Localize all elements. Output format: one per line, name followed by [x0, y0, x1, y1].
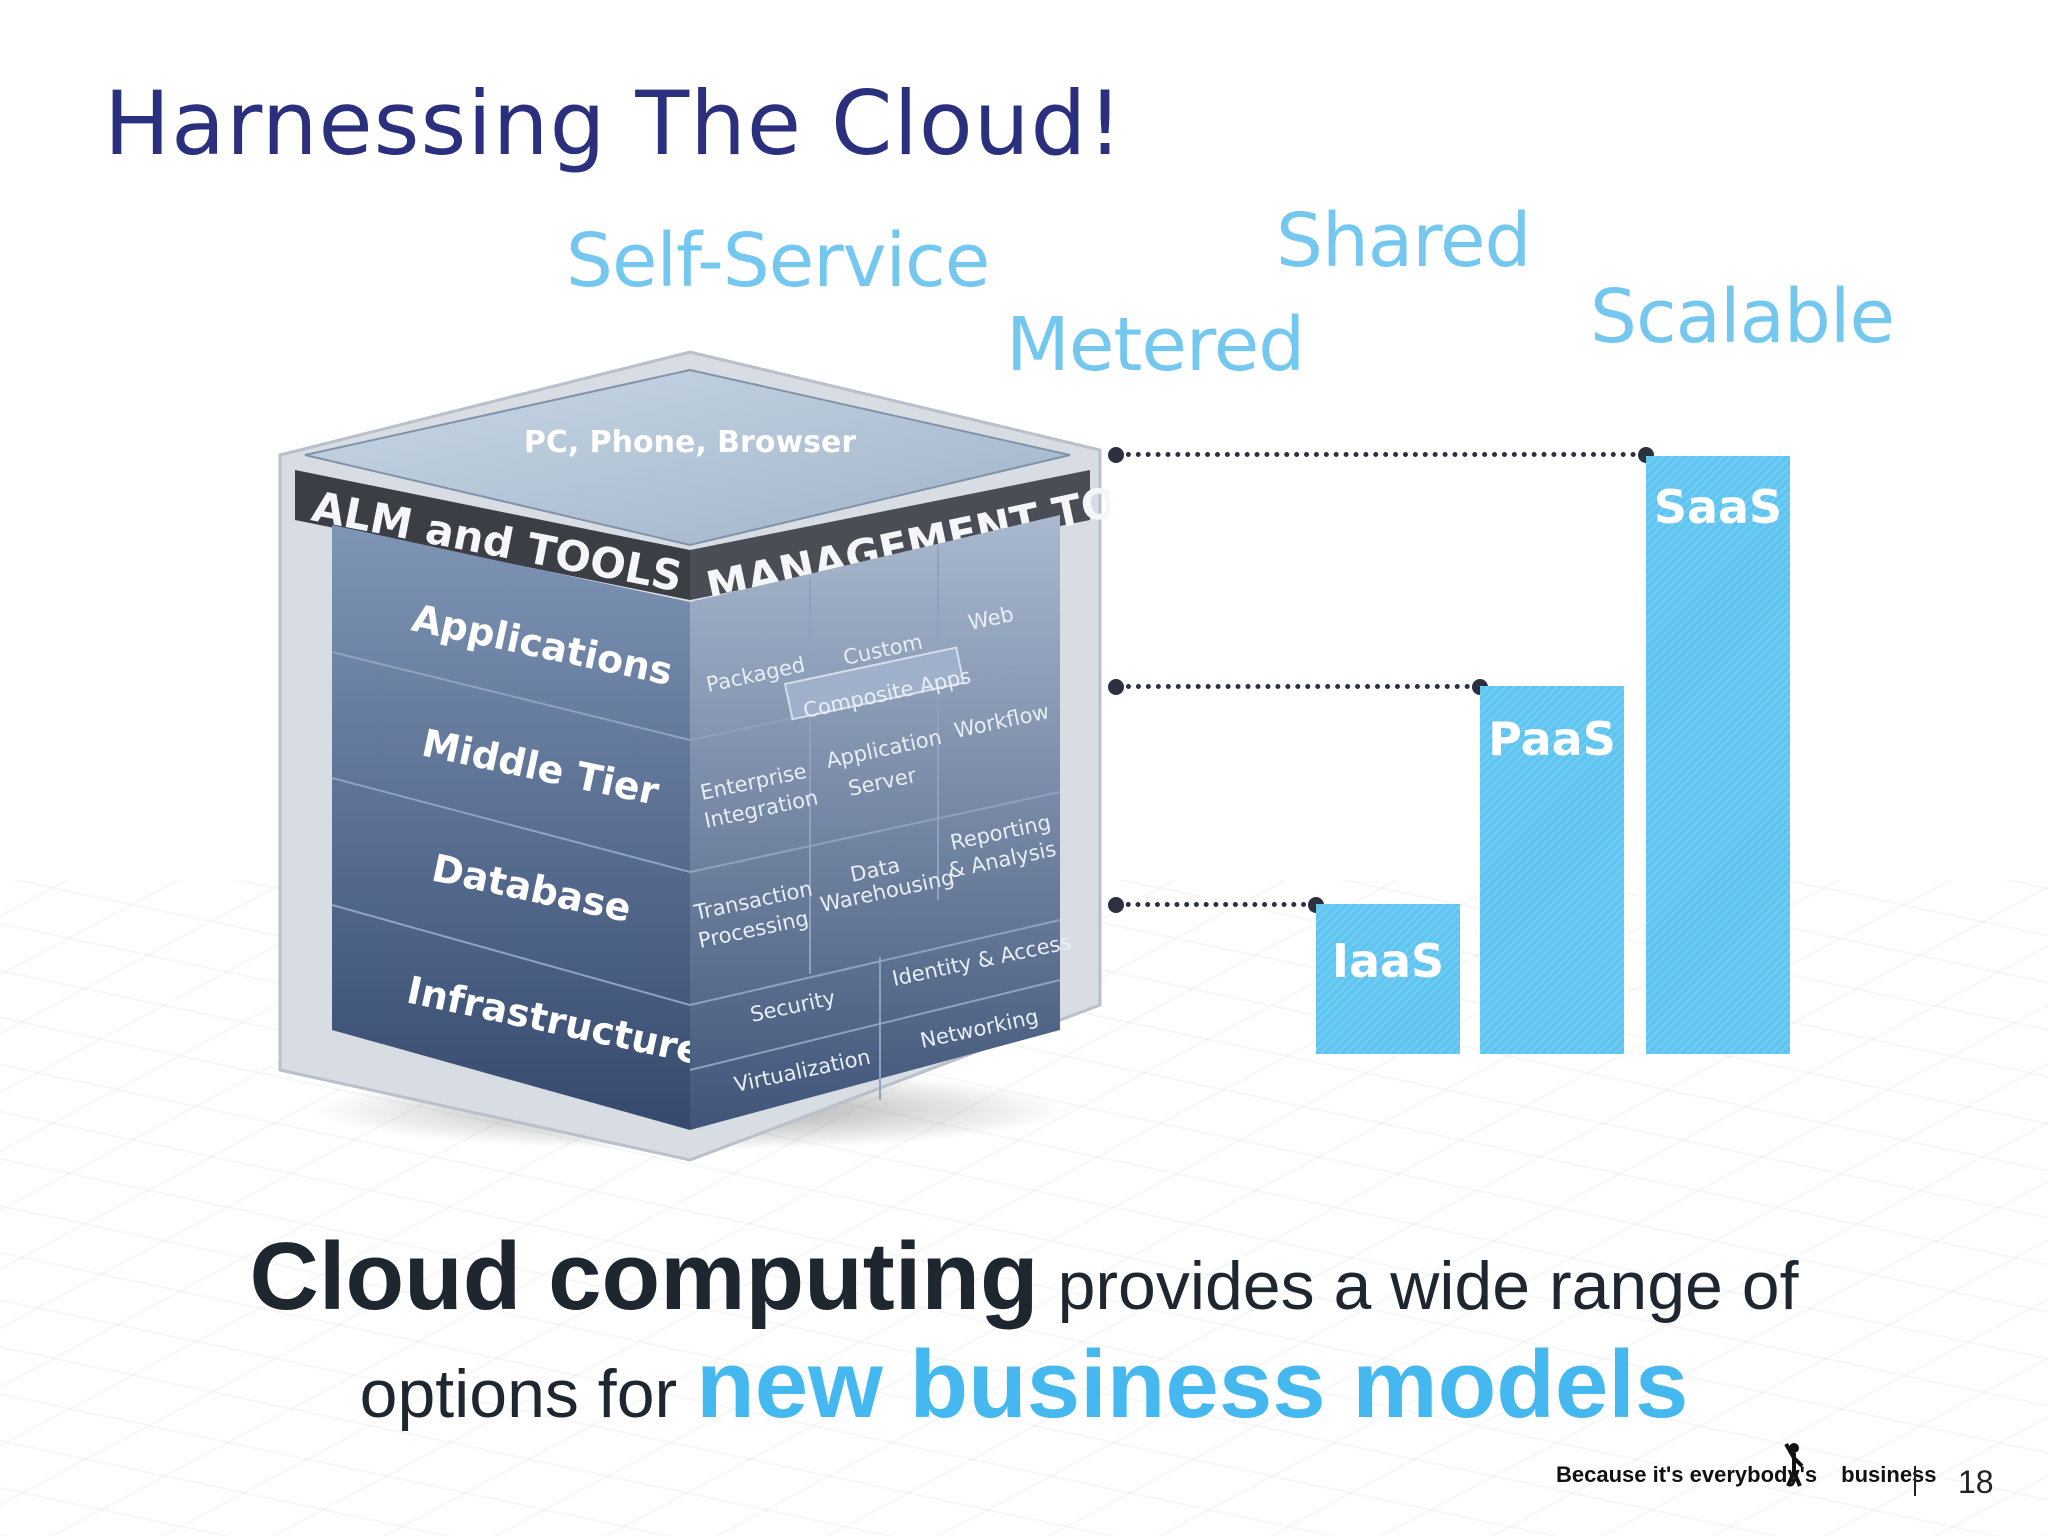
footer-text-end: business	[1841, 1462, 1936, 1487]
iaas-label: IaaS	[1316, 934, 1460, 988]
saas-bar: SaaS	[1646, 456, 1790, 1054]
page-number: 18	[1958, 1464, 1994, 1501]
paas-bar: PaaS	[1480, 686, 1624, 1054]
paas-connector-start	[1108, 679, 1124, 695]
paas-connector	[1116, 684, 1480, 689]
iaas-bar: IaaS	[1316, 904, 1460, 1054]
attribute-shared: Shared	[1276, 198, 1531, 284]
iaas-connector-start	[1108, 897, 1124, 913]
paas-label: PaaS	[1480, 712, 1624, 766]
tagline-line-2: options for new business models	[0, 1330, 2048, 1440]
person-figure-icon	[1782, 1442, 1806, 1488]
saas-connector	[1116, 452, 1646, 457]
footer-text: Because it's everybody's	[1556, 1462, 1817, 1487]
tagline-rest: provides a wide range of	[1039, 1248, 1799, 1324]
slide-title: Harnessing The Cloud!	[104, 72, 1124, 175]
tagline-line-1: Cloud computing provides a wide range of	[0, 1222, 2048, 1332]
cloud-stack-cube: PC, Phone, Browser ALM and TOOLS MANAGEM…	[270, 340, 1110, 1170]
attribute-scalable: Scalable	[1590, 274, 1894, 360]
footer-separator	[1914, 1466, 1916, 1496]
saas-label: SaaS	[1646, 480, 1790, 534]
iaas-connector	[1116, 902, 1316, 907]
tagline-bold: Cloud computing	[250, 1223, 1039, 1330]
cube-top-label: PC, Phone, Browser	[524, 425, 857, 460]
attribute-self-service: Self-Service	[566, 218, 989, 304]
tagline-line2-plain: options for	[360, 1356, 696, 1432]
tagline-highlight: new business models	[696, 1331, 1688, 1438]
footer-slogan: Because it's everybody's business	[1556, 1462, 1937, 1488]
saas-connector-start	[1108, 447, 1124, 463]
